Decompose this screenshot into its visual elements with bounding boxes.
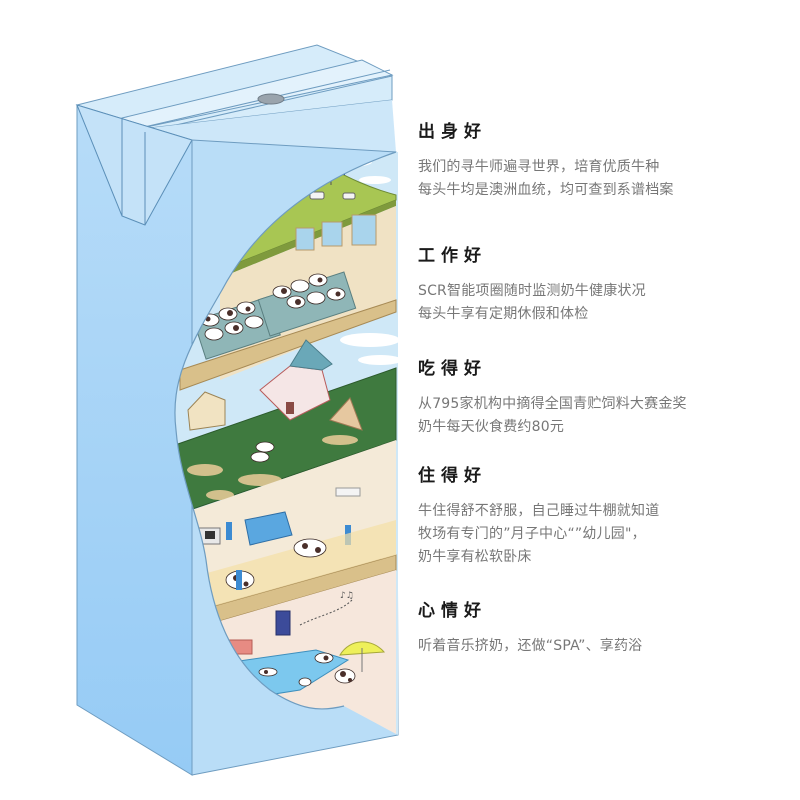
feature-text: 奶牛享有松软卧床: [418, 549, 532, 565]
feature-origin: 出身好 我们的寻牛师遍寻世界，培育优质牛种 每头牛均是澳洲血统，均可查到系谱档案: [418, 122, 778, 202]
feature-work: 工作好 SCR智能项圈随时监测奶牛健康状况 每头牛享有定期休假和体检: [418, 246, 778, 326]
feature-housing: 住得好 牛住得舒不舒服，自己睡过牛棚就知道 牧场有专门的”月子中心“”幼儿园"，…: [418, 466, 778, 569]
level-barn-stalls: [179, 206, 397, 391]
carton-top: [75, 44, 396, 152]
feature-title: 吃得好: [418, 359, 487, 379]
level-clinic-nursery: [178, 440, 397, 626]
feature-text: 从795家机构中摘得全国青贮饲料大赛金奖: [418, 396, 687, 412]
feature-title: 住得好: [418, 466, 487, 486]
feature-title: 心情好: [418, 601, 487, 621]
feature-text: SCR智能项圈随时监测奶牛健康状况: [418, 283, 646, 299]
feature-food: 吃得好 从795家机构中摘得全国青贮饲料大赛金奖 奶牛每天伙食费约80元: [418, 359, 778, 439]
feature-text: 奶牛每天伙食费约80元: [418, 419, 565, 435]
feature-text: 每头牛享有定期休假和体检: [418, 306, 589, 322]
feature-text: 牧场有专门的”月子中心“”幼儿园"，: [418, 526, 646, 542]
feature-text: 我们的寻牛师遍寻世界，培育优质牛种: [418, 159, 660, 175]
feature-text: 牛住得舒不舒服，自己睡过牛棚就知道: [418, 503, 660, 519]
speaker-icon: [275, 610, 291, 636]
level-farm-yard: [174, 339, 397, 516]
feature-title: 出身好: [418, 122, 487, 142]
svg-text:♪♫: ♪♫: [340, 591, 354, 601]
feature-text: 每头牛均是澳洲血统，均可查到系谱档案: [418, 182, 674, 198]
straw-hole-icon: [257, 93, 285, 105]
feature-text: 听着音乐挤奶，还做“SPA”、享药浴: [418, 638, 643, 654]
cutaway-edge: [174, 151, 397, 710]
feature-mood: 心情好 听着音乐挤奶，还做“SPA”、享药浴: [418, 601, 778, 658]
feature-title: 工作好: [418, 246, 487, 266]
